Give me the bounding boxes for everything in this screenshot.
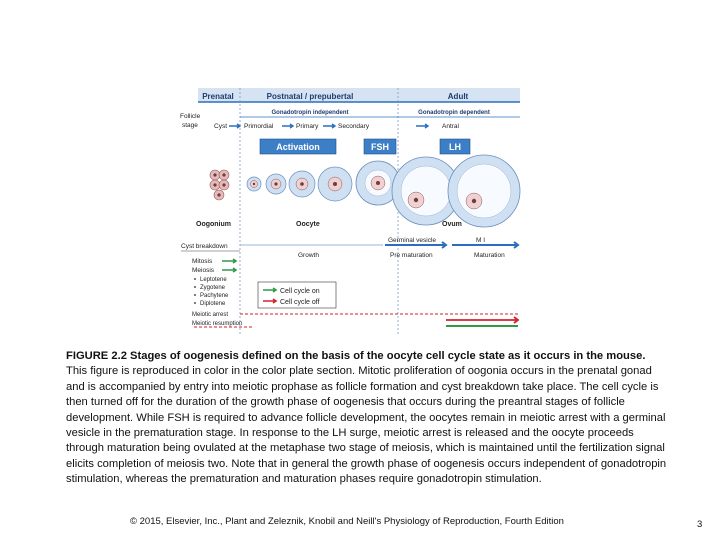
mitosis-arrow	[222, 258, 238, 264]
mi-arrow	[452, 241, 520, 249]
legend-on-arrow	[263, 287, 278, 293]
fsh-label: FSH	[371, 142, 389, 152]
legend-off-arrow	[263, 298, 278, 304]
label-oogonium: Oogonium	[196, 221, 231, 228]
stage-cyst: Cyst	[214, 123, 227, 130]
figure-caption: FIGURE 2.2 Stages of oogenesis defined o…	[66, 349, 668, 488]
oogenesis-figure: Prenatal Postnatal / prepubertal Adult G…	[180, 88, 521, 335]
label-meiotic-arrest: Meiotic arrest	[192, 312, 228, 318]
prophase-diplotene: Diplotene	[200, 301, 226, 307]
caption-text: This figure is reproduced in color in th…	[66, 365, 667, 486]
label-mitosis: Mitosis	[192, 258, 213, 265]
subhead-gonadotropin-independent: Gonadotropin independent	[272, 110, 349, 116]
label-cyst-breakdown: Cyst breakdown	[181, 243, 228, 250]
stage-arrow-3	[323, 123, 337, 129]
label-meiosis: Meiosis	[192, 267, 215, 274]
secondary-follicle-1	[288, 170, 316, 198]
meiotic-red-arrow	[446, 316, 520, 324]
period-adult: Adult	[448, 92, 469, 101]
period-header-band	[198, 88, 520, 102]
activation-box	[259, 138, 337, 155]
label-ovum: Ovum	[442, 221, 462, 228]
caption-bold: FIGURE 2.2 Stages of oogenesis defined o…	[66, 350, 646, 362]
fsh-box	[363, 138, 397, 155]
primordial-follicle	[246, 176, 262, 192]
label-mi: M I	[476, 237, 485, 244]
stage-primary: Primary	[296, 123, 319, 130]
period-postnatal: Postnatal / prepubertal	[267, 92, 354, 101]
meiosis-arrow	[222, 267, 238, 273]
stage-primordial: Primordial	[244, 123, 274, 130]
prophase-leptotene: Leptotene	[200, 277, 227, 283]
page-number: 3	[697, 519, 703, 530]
antral-follicle-1	[355, 160, 401, 206]
oogonium-cluster	[209, 169, 230, 201]
stage-antral: Antral	[442, 123, 460, 130]
activation-label: Activation	[276, 142, 320, 152]
label-pre-maturation: Pre maturation	[390, 252, 433, 259]
primary-follicle	[265, 173, 287, 195]
subhead-gonadotropin-dependent: Gonadotropin dependent	[418, 110, 490, 116]
stage-arrow-1	[229, 123, 242, 129]
stage-secondary: Secondary	[338, 123, 370, 130]
legend-cell-cycle-on: Cell cycle on	[280, 288, 320, 295]
prophase-pachytene: Pachytene	[200, 293, 229, 299]
prophase-zygotene: Zygotene	[200, 285, 226, 291]
label-maturation: Maturation	[474, 252, 505, 259]
stage-arrow-4	[416, 123, 430, 129]
label-growth: Growth	[298, 252, 319, 259]
legend-box	[257, 281, 337, 309]
label-germinal-vesicle: Germinal vesicle	[388, 237, 436, 244]
period-prenatal: Prenatal	[202, 92, 234, 101]
lh-label: LH	[449, 142, 461, 152]
copyright-footer: © 2015, Elsevier, Inc., Plant and Zelezn…	[130, 516, 564, 527]
legend-cell-cycle-off: Cell cycle off	[280, 299, 320, 306]
label-meiotic-resumption: Meiotic resumption	[192, 321, 242, 327]
antral-follicle-2	[391, 156, 461, 226]
follicle-label-line2: stage	[182, 122, 198, 129]
follicle-label-line1: Follicle	[180, 113, 201, 120]
label-oocyte: Oocyte	[296, 221, 320, 228]
stage-arrow-2	[282, 123, 295, 129]
secondary-follicle-2	[317, 166, 353, 202]
preovulatory-follicle	[447, 154, 521, 228]
germinal-vesicle-arrow	[385, 241, 448, 249]
prophase-stages	[194, 278, 196, 304]
lh-box	[439, 138, 471, 155]
